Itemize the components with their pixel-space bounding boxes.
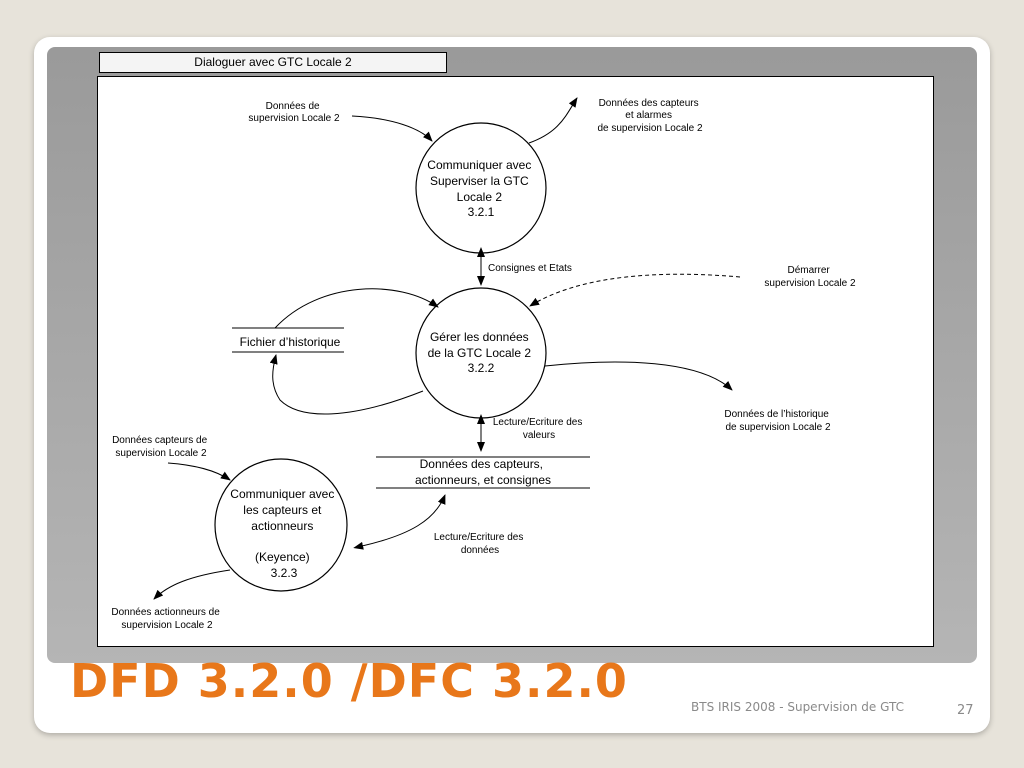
slide-title: DFD 3.2.0 /DFC 3.2.0 (70, 654, 628, 708)
flow-capteurs-alarmes (528, 97, 578, 144)
flow-actionneurs-out (153, 569, 231, 600)
process-label-3-2-2: Gérer les données de la GTC Locale 2 3.2… (428, 330, 535, 375)
page-number: 27 (957, 703, 974, 718)
diagram-header: Dialoguer avec GTC Locale 2 (99, 52, 447, 73)
slide-footer: BTS IRIS 2008 - Supervision de GTC (691, 700, 904, 714)
flow-label-lecture-valeurs: Lecture/Ecriture des valeurs (493, 417, 585, 441)
flow-historique-read (274, 288, 439, 329)
flow-capteurs-in (167, 462, 231, 481)
process-circle-3-2-3 (214, 458, 348, 592)
store-label-capteurs: Données des capteurs, actionneurs, et co… (415, 457, 551, 487)
process-label-3-2-1: Communiquer avec Superviser la GTC Local… (427, 158, 534, 219)
flow-label-capteurs-alarmes: Données des capteurs et alarmes de super… (597, 98, 703, 134)
store-label-historique: Fichier d’historique (240, 335, 341, 349)
flow-label-actionneurs-out: Données actionneurs de supervision Local… (111, 607, 222, 631)
flow-supervision-in (351, 115, 433, 142)
flow-label-supervision-in: Données de supervision Locale 2 (248, 101, 340, 124)
store-donnees-capteurs (376, 456, 590, 489)
store-fichier-historique (232, 327, 344, 353)
flow-demarrer (529, 273, 741, 307)
flow-label-consignes-etats: Consignes et Etats (488, 263, 572, 274)
process-label-3-2-3: Communiquer avec les capteurs et actionn… (230, 487, 337, 580)
flow-historique-out (544, 361, 733, 391)
flow-historique-write (269, 354, 424, 415)
process-circle-3-2-1 (415, 122, 547, 254)
flow-label-historique-out: Données de l’historique de supervision L… (724, 409, 831, 433)
flow-label-lecture-donnees: Lecture/Ecriture des données (434, 532, 526, 556)
flow-label-demarrer: Démarrer supervision Locale 2 (764, 265, 856, 289)
flow-label-capteurs-in: Données capteurs de supervision Locale 2 (112, 435, 210, 459)
flow-lecture-donnees (353, 494, 446, 550)
